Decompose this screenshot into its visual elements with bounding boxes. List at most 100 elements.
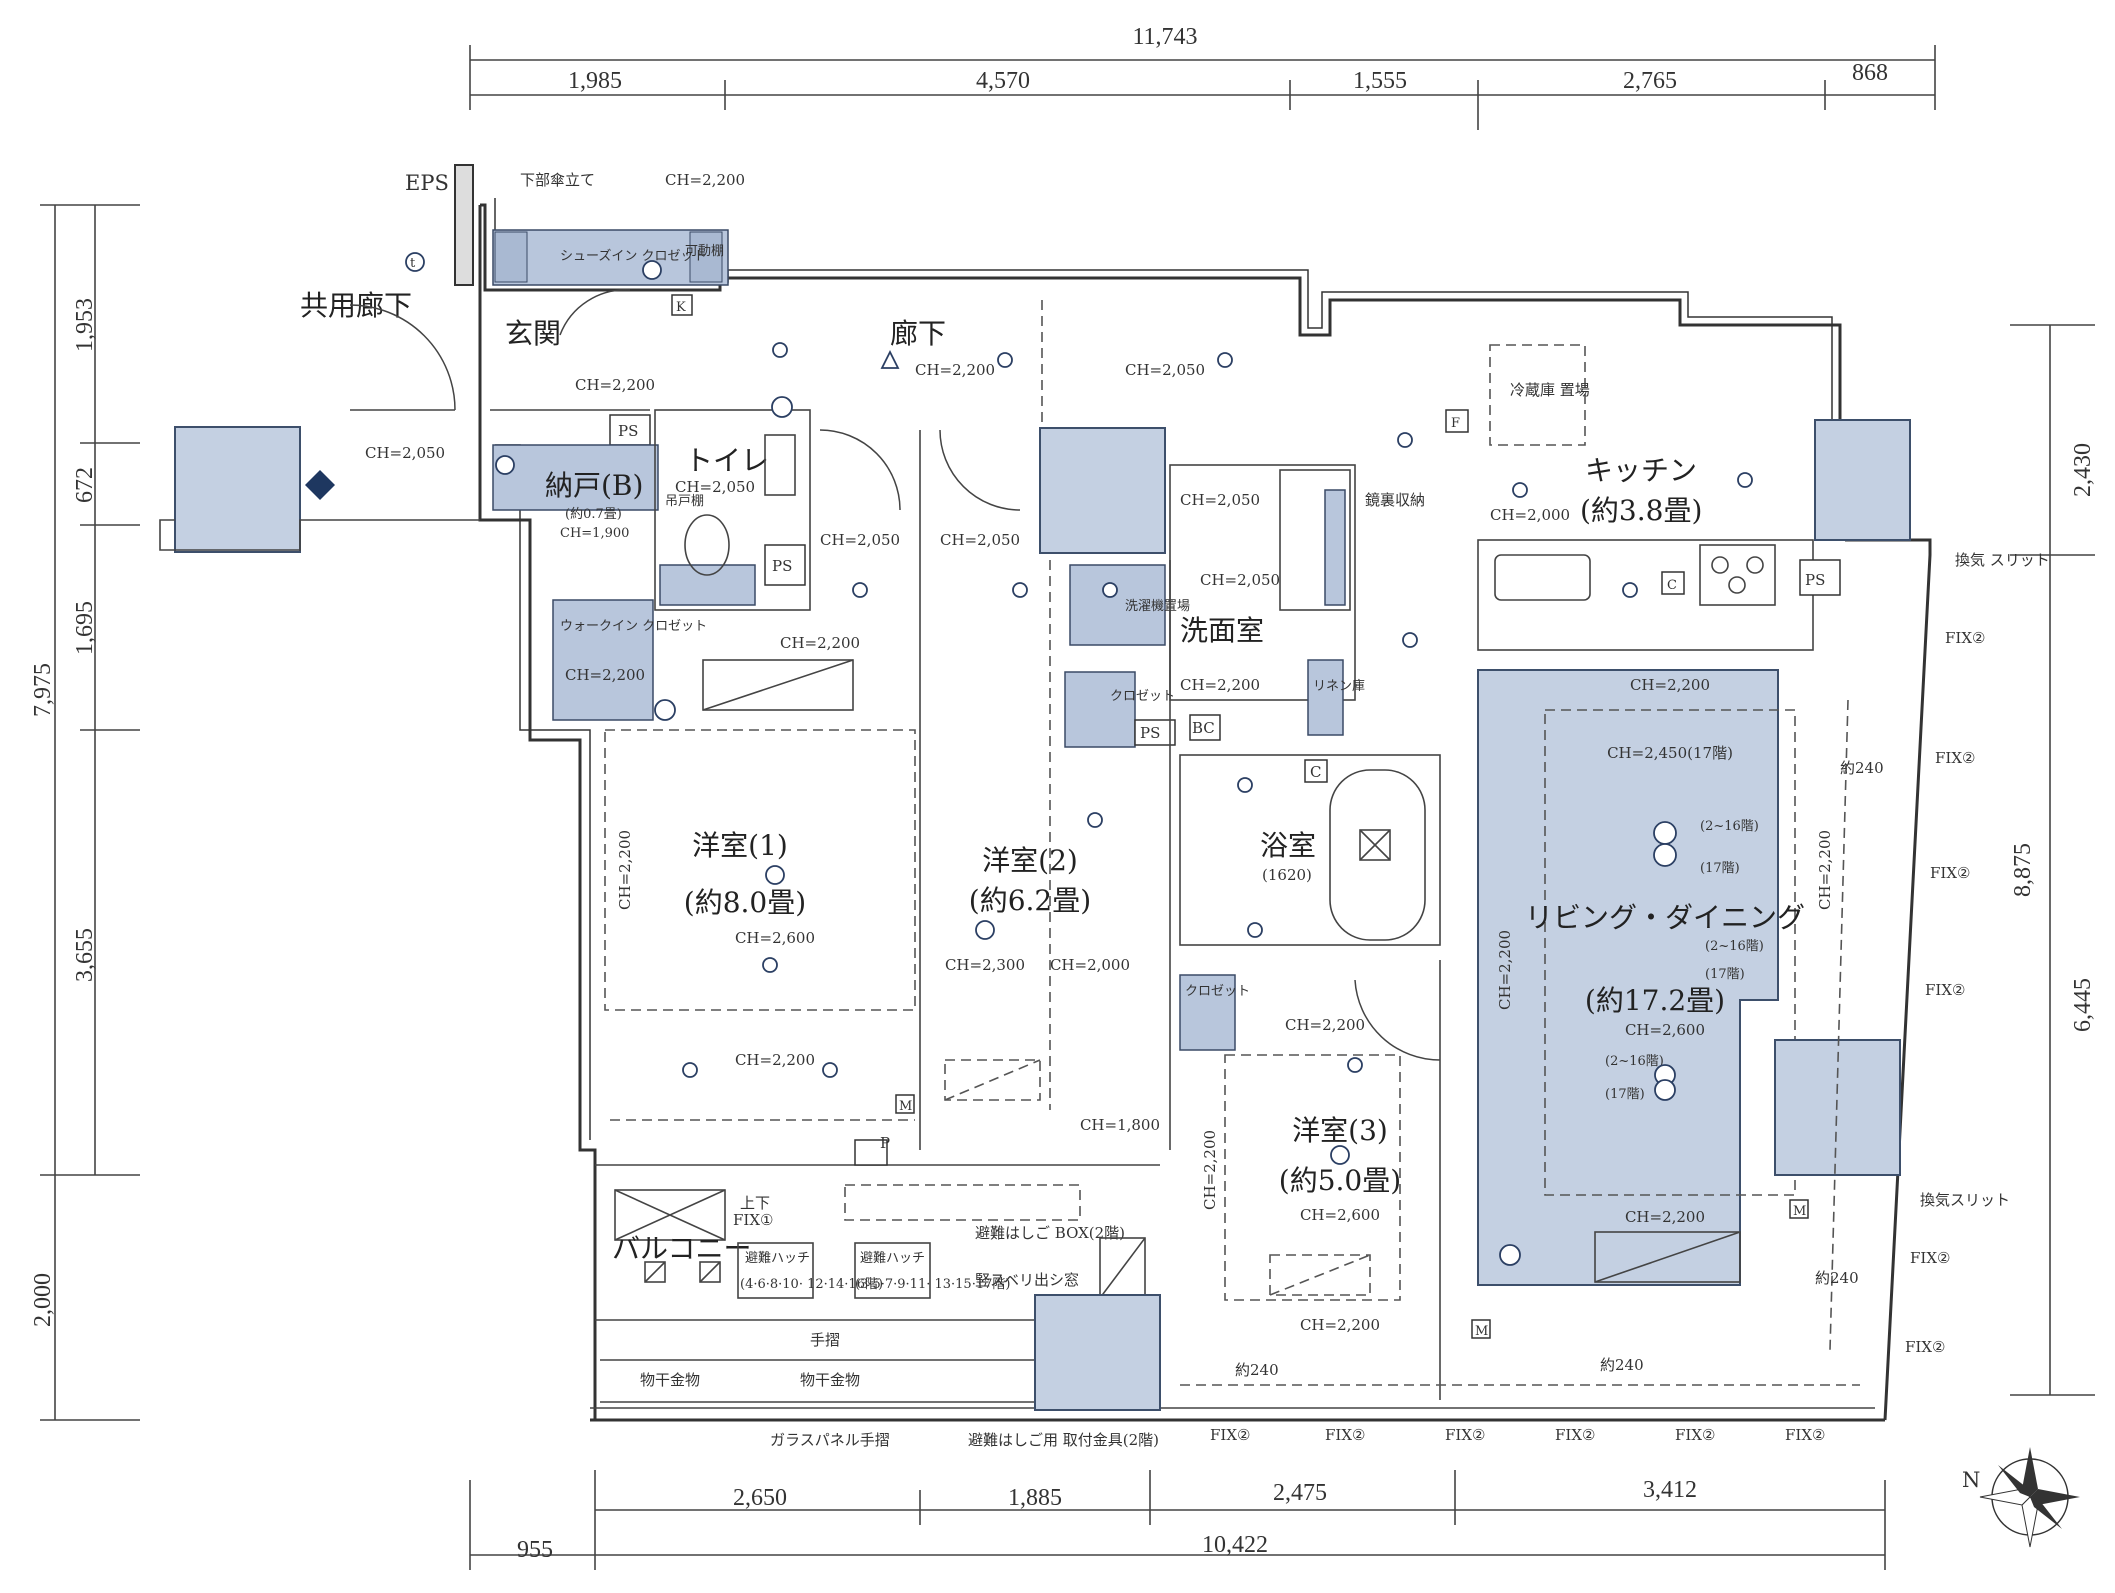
exterior-walls [478, 198, 1932, 1422]
living-ch-2450: CH=2,450(17階) [1607, 744, 1733, 762]
entrance-inner-door [559, 289, 631, 336]
ps-label-3: PS [1140, 724, 1160, 742]
hatch1-floors: (4·6·8·10· 12·14·16階) [740, 1277, 883, 1292]
living-size-label: (約17.2畳) [1585, 984, 1725, 1017]
movable-shelf-label: 可動棚 [685, 244, 724, 259]
fix-r5: FIX② [1910, 1249, 1950, 1267]
room1-size-label: (約8.0畳) [684, 886, 806, 919]
walkin-ch-label: CH=2,200 [565, 666, 645, 684]
dry-rack-1: 物干金物 [640, 1371, 700, 1389]
room1-ch-side: CH=2,200 [616, 830, 634, 910]
toilet-label: トイレ [685, 444, 769, 477]
mirror-storage [1324, 489, 1346, 606]
room3-light-icon [1330, 1145, 1350, 1165]
kitchen-ch-label: CH=2,000 [1490, 506, 1570, 524]
washroom-label: 洗面室 [1180, 614, 1264, 647]
hatch1-label: 避難ハッチ [745, 1251, 810, 1266]
mirror-storage-label: 鏡裏収納 [1365, 491, 1425, 509]
walkin-ch2-label: CH=2,200 [780, 634, 860, 652]
fix-b5: FIX② [1675, 1426, 1715, 1444]
fix-r1: FIX② [1945, 629, 1985, 647]
hanging-shelf-label: 吊戸棚 [665, 494, 704, 509]
dim-bottom-left: 955 [517, 1537, 553, 1563]
dim-left-4: 3,655 [72, 928, 98, 982]
outlet-2-walkin-icon [654, 699, 676, 721]
ch-hall-1: CH=2,050 [820, 531, 900, 549]
room1-label: 洋室(1) [692, 829, 788, 862]
ceiling-light-b-icon [1653, 843, 1677, 867]
dim-left-bottom: 2,000 [30, 1273, 56, 1327]
living-floors-e: (2~16階) [1605, 1054, 1664, 1069]
living-floors-c: (2~16階) [1705, 939, 1764, 954]
outlet-2-storage-icon [495, 455, 515, 475]
eps-column [454, 164, 474, 286]
slide-window-label: 竪スベリ出シ窓 [975, 1271, 1079, 1289]
room-1: 洋室(1) (約8.0畳) CH=2,600 CH=2,200 CH=2,200 [604, 729, 916, 1121]
hatch-1 [737, 1242, 814, 1299]
dim-right-total: 8,875 [2010, 843, 2036, 897]
balcony-label: バルコニー [612, 1232, 751, 1265]
corridor2-ch-label: CH=2,050 [1125, 361, 1205, 379]
m-room2: M [899, 1099, 912, 1114]
dimension-top: 11,743 1,985 4,570 1,555 2,765 868 [469, 24, 1936, 130]
fix-b4: FIX② [1555, 1426, 1595, 1444]
dim-left-total: 7,975 [30, 663, 56, 717]
toilet-bowl [684, 514, 730, 576]
closet-room3-label: クロゼット [1185, 984, 1250, 999]
dim-bottom-3: 2,475 [1273, 1480, 1327, 1506]
living-label: リビング・ダイニング [1525, 901, 1805, 934]
vent-slit-label: 換気 スリット [1955, 551, 2050, 569]
room3-ch-side: CH=2,200 [1201, 1130, 1219, 1210]
vanity [1279, 469, 1351, 611]
dim-left-2: 672 [72, 467, 98, 503]
dimension-left: 1,953 672 1,695 3,655 7,975 2,000 [30, 204, 140, 1421]
approx240-r1: 約240 [1840, 759, 1884, 777]
f-icon [771, 396, 793, 418]
fix-b1: FIX② [1210, 1426, 1250, 1444]
toilet-sink [764, 434, 796, 496]
linen-label: リネン庫 [1313, 679, 1365, 694]
room-3: クロゼット CH=2,200 洋室(3) (約5.0畳) CH=2,600 CH… [1179, 960, 1491, 1400]
room1-light-icon [765, 865, 785, 885]
compass-n-label: N [1962, 1468, 1980, 1492]
storage-size-label: (約0.7畳) [565, 507, 622, 522]
room-2: 洋室(2) (約6.2畳) CH=2,300 CH=2,000 CH=1,800… [895, 430, 1171, 1150]
washroom-ch2-label: CH=2,200 [1180, 676, 1260, 694]
dim-top-1: 1,985 [568, 68, 622, 94]
kitchen-size-label: (約3.8畳) [1580, 494, 1702, 527]
living-floors-f: (17階) [1605, 1087, 1645, 1102]
updown-unit [614, 1189, 726, 1241]
room1-ch-label: CH=2,600 [735, 929, 815, 947]
entrance-label: 玄関 [505, 317, 561, 350]
approx240-b1: 約240 [1235, 1361, 1279, 1379]
room2-label: 洋室(2) [982, 844, 1078, 877]
washroom-ch-top: CH=2,050 [1180, 491, 1260, 509]
approx240-b2: 約240 [1600, 1356, 1644, 1374]
living-ch-bottom: CH=2,200 [1625, 1208, 1705, 1226]
bath-size-label: (1620) [1262, 866, 1312, 884]
balcony: 上下 FIX① バルコニー 避難ハッチ (4·6·8·10· 12·14·16階… [595, 1134, 1161, 1449]
closet-center-label: クロゼット [1110, 689, 1175, 704]
fix-windows-right: FIX② FIX② FIX② FIX② FIX② FIX② 約240 約240 [1815, 629, 1985, 1356]
corridor-label: 廊下 [890, 317, 946, 350]
room2-size-label: (約6.2畳) [969, 884, 1091, 917]
fix-r6: FIX② [1905, 1338, 1945, 1356]
fix-windows-bottom: FIX② FIX② FIX② FIX② FIX② FIX② 約240 約240 [1180, 1356, 1860, 1444]
room3-label: 洋室(3) [1292, 1114, 1388, 1147]
bathroom: C 浴室 (1620) [1179, 754, 1441, 946]
c-kitchen: C [1667, 578, 1677, 593]
kitchen-label: キッチン [1585, 454, 1697, 487]
dim-top-total: 11,743 [1132, 24, 1197, 50]
dim-bottom-2: 1,885 [1008, 1485, 1062, 1511]
ps-label-2: PS [772, 557, 792, 575]
toilet-ch-label: CH=2,050 [675, 478, 755, 496]
smoke-detector-icon [880, 349, 900, 369]
kitchen-counter [1477, 539, 1814, 651]
compass-rose: N [1962, 1447, 2080, 1548]
dry-rack-2: 物干金物 [800, 1371, 860, 1389]
dim-right-2: 6,445 [2070, 978, 2096, 1032]
pillar-balcony [1034, 1294, 1161, 1411]
fix-r3: FIX② [1930, 864, 1970, 882]
fix-b2: FIX② [1325, 1426, 1365, 1444]
dim-top-5: 868 [1852, 60, 1888, 86]
